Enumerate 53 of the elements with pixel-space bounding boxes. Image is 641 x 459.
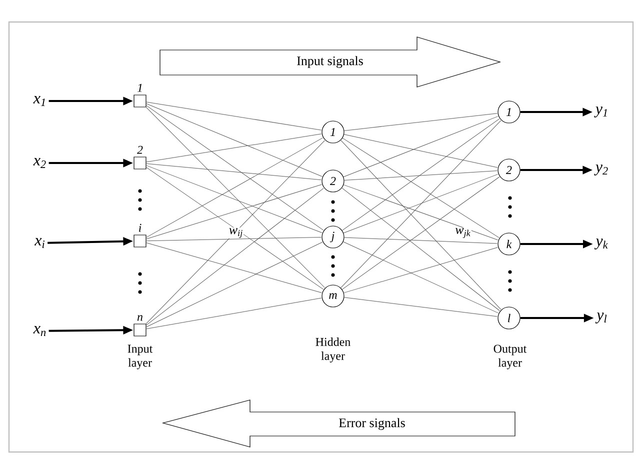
connection-line	[146, 165, 322, 234]
connection-line	[146, 103, 322, 177]
unit-number: 1	[137, 84, 142, 92]
variable-label: x$_{2}$	[33, 158, 46, 168]
variable-label: x$_{i}$	[34, 238, 45, 248]
variable-label: y$_{2}$	[594, 164, 608, 176]
connection-line	[343, 241, 499, 314]
unit-number: 2	[137, 146, 143, 154]
connection-line	[344, 113, 498, 131]
connection-line	[146, 167, 324, 290]
connection-line	[342, 118, 500, 231]
variable-label: x$_{1}$	[33, 96, 45, 106]
connection-line	[344, 170, 498, 181]
weight-label: w$_{ij}$	[228, 228, 244, 238]
connection-line	[344, 247, 498, 294]
connection-line	[146, 242, 323, 328]
connection-line	[146, 184, 322, 240]
connection-line	[342, 138, 500, 238]
connection-line	[343, 116, 498, 178]
connection-line	[340, 140, 502, 310]
unit-number: i	[139, 224, 142, 232]
input-unit	[134, 234, 146, 248]
unit-number: n	[137, 315, 142, 321]
weight-label: w$_{jk}$	[454, 227, 472, 239]
connection-line	[343, 184, 498, 240]
layer-caption: Input layer	[128, 344, 153, 370]
input-unit	[134, 156, 146, 170]
layer-caption: Output layer	[494, 344, 527, 370]
connection-line	[146, 237, 322, 242]
connection-line	[146, 107, 325, 288]
connection-line	[342, 176, 500, 290]
connection-line	[146, 102, 322, 130]
connection-line	[344, 134, 498, 168]
connection-line	[342, 188, 500, 311]
connection-line	[146, 140, 326, 324]
connection-line	[146, 138, 323, 238]
variable-label: y$_{1}$	[594, 106, 607, 118]
layer-caption: Hidden layer	[316, 338, 350, 362]
connection-line	[344, 237, 498, 244]
connection-line	[146, 134, 322, 162]
connection-line	[343, 174, 498, 234]
input-unit	[134, 94, 146, 108]
variable-label: y$_{l}$	[595, 312, 607, 324]
connection-line	[344, 297, 498, 317]
variable-label: y$_{k}$	[594, 238, 608, 250]
connection-line	[146, 188, 324, 326]
connection-line	[340, 120, 502, 288]
variable-label: x$_{n}$	[33, 326, 46, 336]
connection-line	[146, 163, 322, 180]
connection-line	[146, 298, 322, 330]
connection-line	[146, 105, 324, 230]
input-unit	[134, 324, 146, 336]
connection-line	[146, 242, 322, 294]
